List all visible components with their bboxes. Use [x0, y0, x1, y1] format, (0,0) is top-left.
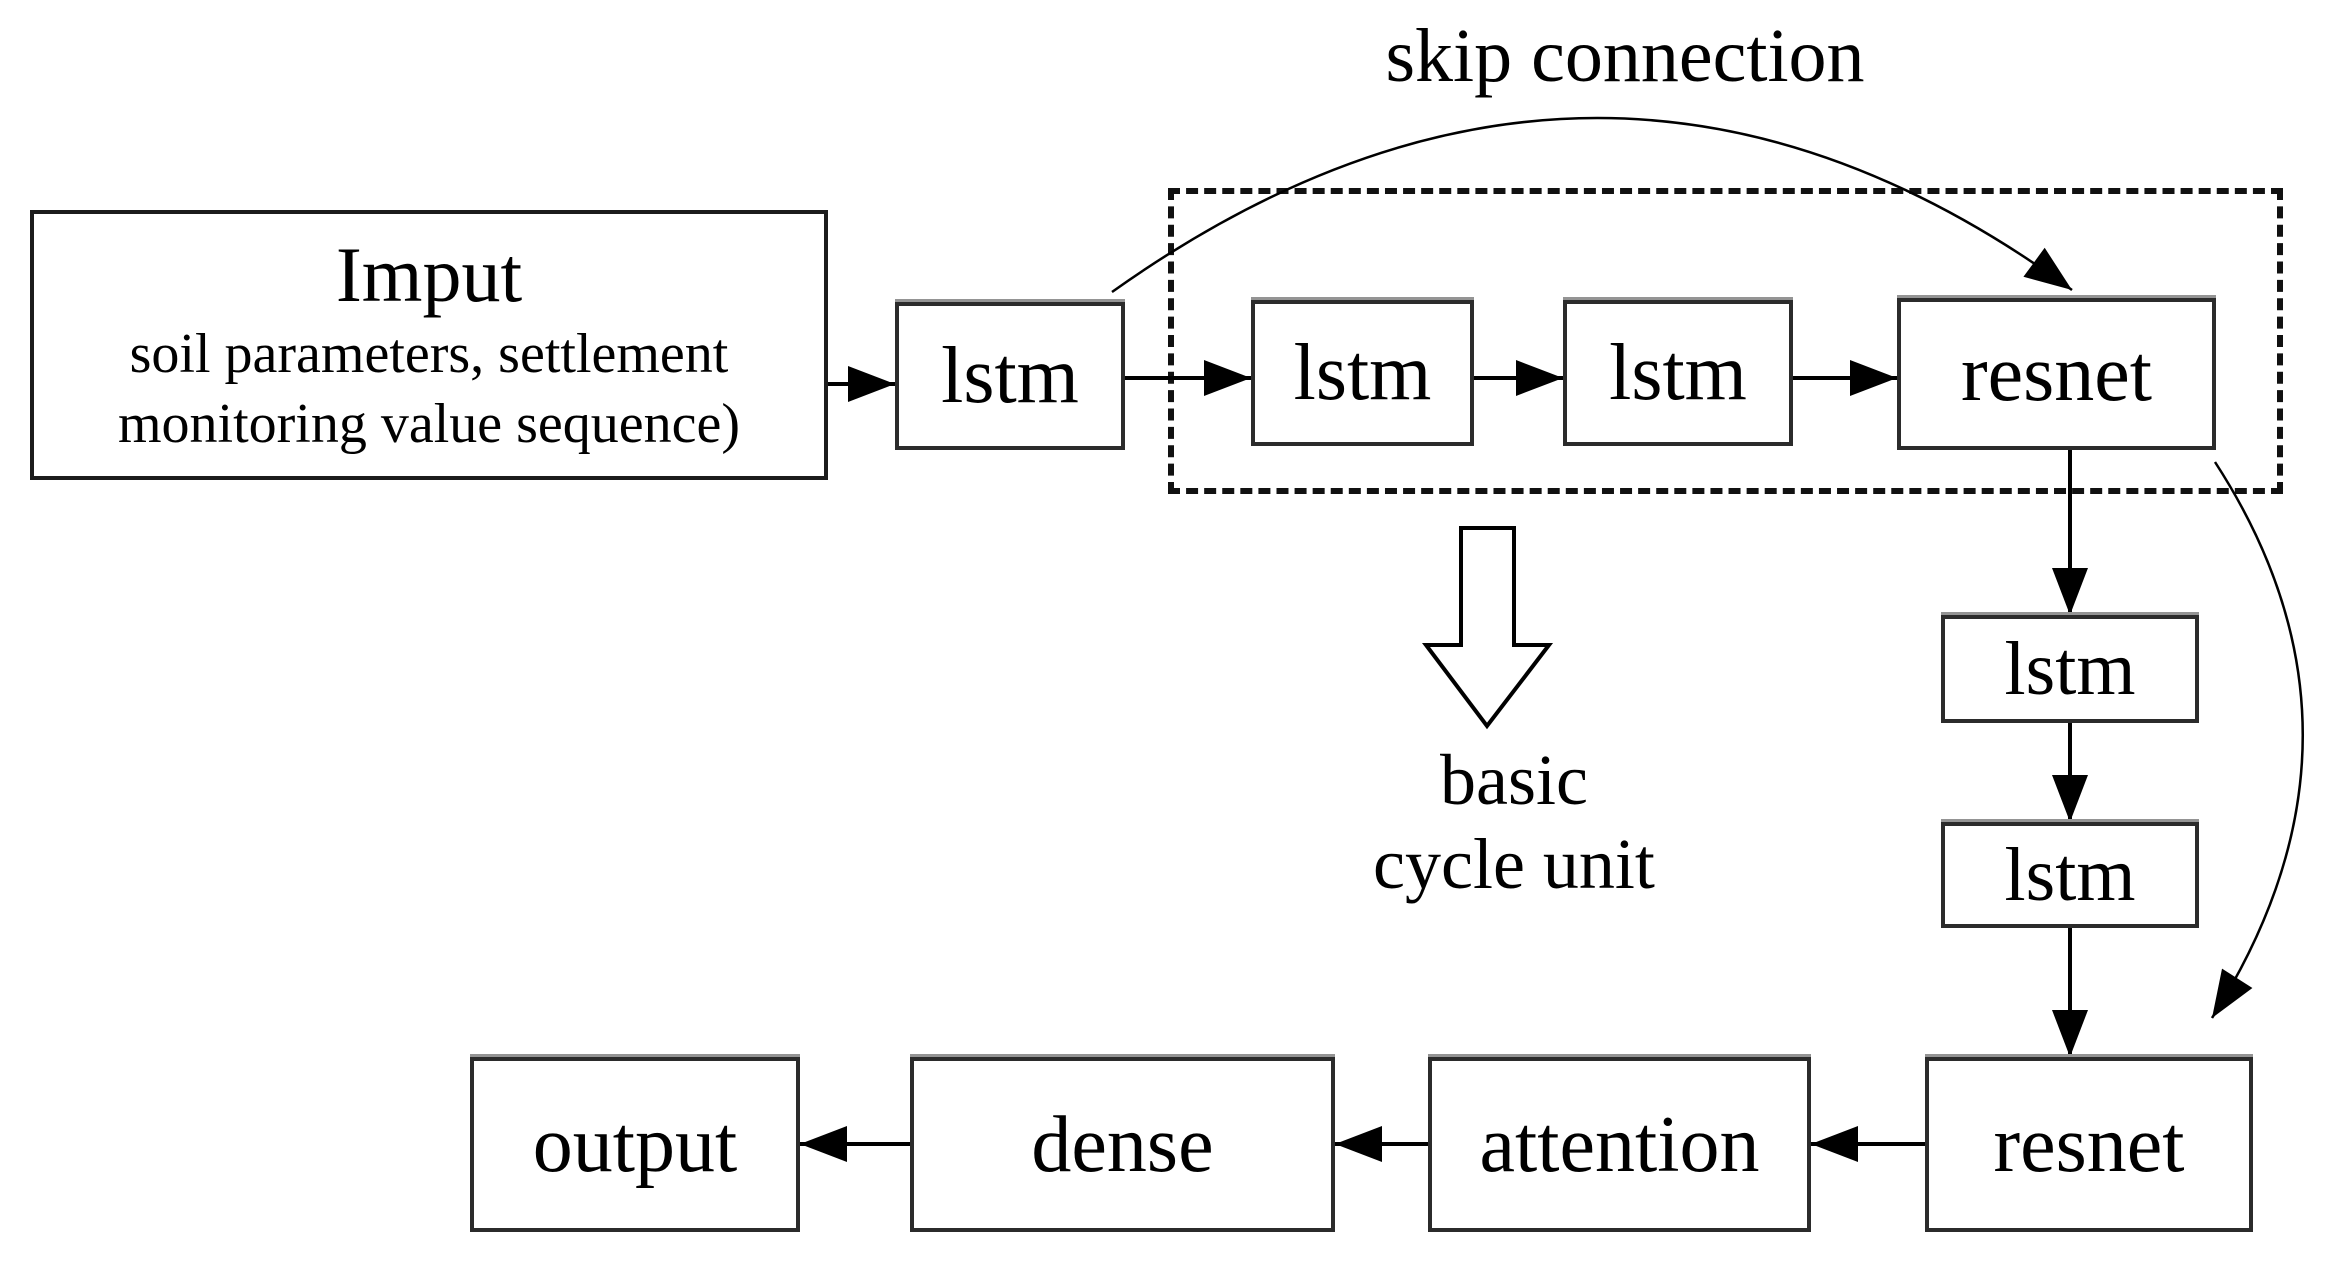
node-resnet-bottom-label: resnet: [1993, 1100, 2185, 1189]
node-lstm-2-label: lstm: [1293, 329, 1432, 417]
node-lstm-4-label: lstm: [2004, 627, 2136, 711]
node-lstm-3: lstm: [1563, 300, 1793, 446]
node-lstm-3-label: lstm: [1609, 329, 1747, 417]
input-subtitle-line2: monitoring value sequence): [117, 393, 740, 455]
node-dense: dense: [910, 1057, 1335, 1232]
node-resnet-top: resnet: [1897, 298, 2216, 450]
node-attention: attention: [1428, 1057, 1811, 1232]
node-dense-label: dense: [1031, 1100, 1214, 1189]
node-resnet-bottom: resnet: [1925, 1057, 2253, 1232]
node-lstm-4: lstm: [1941, 615, 2199, 723]
node-lstm-5: lstm: [1941, 822, 2199, 928]
node-lstm-2: lstm: [1251, 300, 1474, 446]
resnet-skip-arc-icon: [2210, 461, 2304, 1019]
skip-connection-arc-icon: [1111, 116, 2073, 294]
input-title: Imput: [335, 231, 523, 318]
node-lstm-5-label: lstm: [2004, 833, 2136, 917]
basic-cycle-unit-label-line2: cycle unit: [1373, 824, 1655, 904]
node-attention-label: attention: [1479, 1100, 1760, 1189]
basic-cycle-unit-label-line1: basic: [1440, 740, 1588, 820]
node-lstm-1-label: lstm: [941, 332, 1079, 420]
input-subtitle-line1: soil parameters, settlement: [129, 323, 729, 385]
node-resnet-top-label: resnet: [1960, 330, 2152, 418]
node-lstm-1: lstm: [895, 302, 1125, 450]
down-block-arrow-icon: [1421, 526, 1554, 730]
node-output: output: [470, 1057, 800, 1232]
basic-cycle-unit-boundary: [1168, 188, 2283, 494]
skip-connection-label: skip connection: [1385, 14, 1865, 98]
node-input: Imput soil parameters, settlement monito…: [30, 210, 828, 480]
node-output-label: output: [532, 1100, 738, 1189]
basic-cycle-unit-label: basic cycle unit: [1264, 738, 1764, 906]
